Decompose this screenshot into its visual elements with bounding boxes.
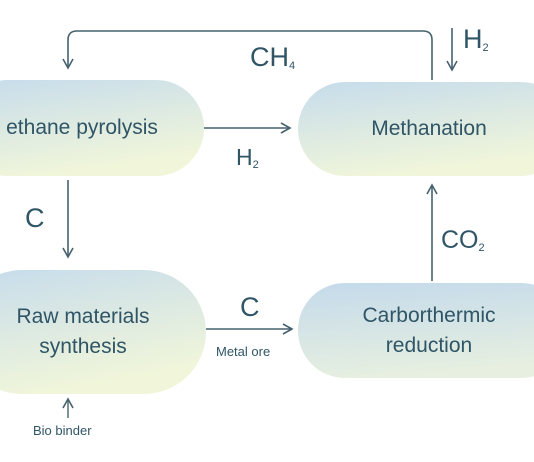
methane-pyrolysis-label: ethane pyrolysis	[0, 80, 204, 176]
h2-top-subscript: 2	[482, 42, 489, 54]
co2-subscript: 2	[478, 242, 485, 254]
carbothermic-line2: reduction	[385, 333, 473, 357]
carbothermic-label: Carborthermic reduction	[298, 283, 534, 378]
carbothermic-pill	[298, 283, 534, 378]
raw-materials-line1: Raw materials	[16, 305, 150, 328]
h2-mid-text: H	[236, 144, 253, 170]
h2-top-text: H	[463, 24, 483, 54]
methane-pyrolysis-text: ethane pyrolysis	[6, 116, 158, 139]
ch4-subscript: 4	[289, 60, 296, 72]
methanation-text: Methanation	[371, 117, 487, 140]
metal-ore-label: Metal ore	[216, 344, 271, 359]
c-bottom-label: C	[240, 292, 260, 323]
ch4-label: CH4	[250, 42, 295, 73]
c-bottom-text: C	[240, 292, 260, 322]
co2-text: CO	[441, 226, 479, 254]
raw-materials-pill	[0, 270, 206, 394]
raw-materials-label: Raw materials synthesis	[0, 270, 206, 394]
methanation-label: Methanation	[298, 82, 534, 176]
methane-pyrolysis-pill	[0, 80, 204, 176]
c-left-label: C	[25, 203, 45, 234]
bio-binder-label: Bio binder	[33, 423, 92, 438]
h2-mid-label: H2	[236, 144, 259, 171]
h2-top-label: H2	[463, 24, 489, 55]
raw-materials-line2: synthesis	[39, 335, 127, 358]
h2-mid-subscript: 2	[252, 159, 259, 171]
methanation-pill	[298, 82, 534, 176]
c-left-text: C	[25, 203, 45, 233]
carbothermic-line1: Carborthermic	[362, 303, 496, 327]
ch4-text: CH	[250, 42, 289, 72]
co2-label: CO2	[441, 226, 485, 255]
ch4-loop-arrow	[62, 30, 433, 80]
